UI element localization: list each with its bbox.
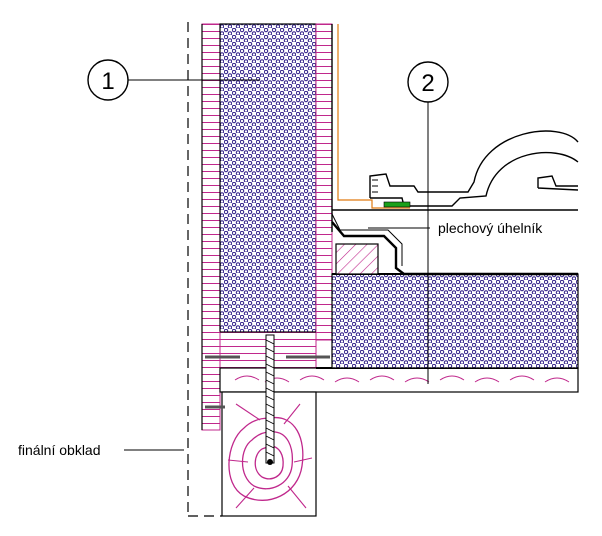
right-timber-batten bbox=[315, 23, 333, 341]
callout-1-number: 1 bbox=[101, 68, 114, 95]
horizontal-beam bbox=[219, 367, 579, 393]
eave-timber bbox=[335, 243, 379, 275]
flashing-label-text: plechový úhelník bbox=[438, 220, 543, 236]
flashing-label: plechový úhelník bbox=[368, 220, 543, 236]
callout-1: 1 bbox=[87, 59, 260, 101]
membrane-line bbox=[337, 24, 410, 209]
sheet-metal-flashing bbox=[331, 213, 578, 276]
wall-insulation bbox=[219, 23, 317, 333]
threaded-rod bbox=[205, 334, 275, 465]
roof-tiles bbox=[332, 130, 579, 211]
left-timber-batten bbox=[201, 23, 221, 431]
callout-2-number: 2 bbox=[421, 70, 434, 97]
callout-2: 2 bbox=[407, 61, 449, 384]
roof-insulation bbox=[331, 273, 579, 369]
cladding-label: finální obklad bbox=[18, 442, 184, 458]
cladding-dashed-line bbox=[187, 22, 222, 517]
cladding-label-text: finální obklad bbox=[18, 442, 101, 458]
